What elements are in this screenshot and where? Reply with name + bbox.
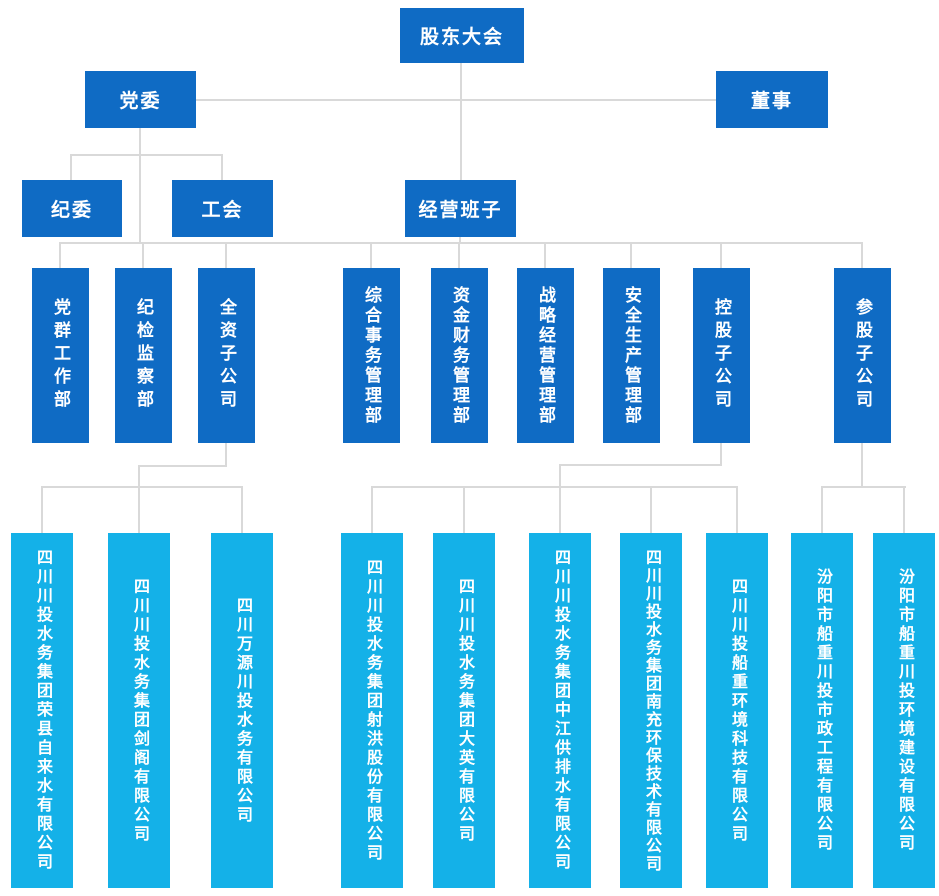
org-node-dept-invested-subsidiaries: 参股子公司 [834,268,891,443]
connector-stub-dept-1 [142,242,144,268]
connector-main-bus [59,242,863,244]
org-node-company-nanchong: 四川川投水务集团南充环保技术有限公司 [620,533,682,888]
connector-stub-union [221,154,223,181]
connector-management-drop [459,236,461,243]
org-node-dept-strategy: 战略经营管理部 [517,268,574,443]
org-node-dept-safety-production: 安全生产管理部 [603,268,660,443]
connector-stub-dept-5 [544,242,546,268]
org-node-dept-finance: 资金财务管理部 [431,268,488,443]
connector-root-to-management [460,63,462,181]
org-node-shareholders-meeting: 股东大会 [400,8,524,63]
connector-party-director-horizontal [196,99,716,101]
org-node-company-wanyuan: 四川万源川投水务有限公司 [211,533,273,888]
org-node-discipline-committee: 纪委 [22,180,122,237]
connector-stub-dept-4 [458,242,460,268]
org-node-company-rongxian-water: 四川川投水务集团荣县自来水有限公司 [11,533,73,888]
connector-holding-jog [559,464,722,466]
connector-stub-company-7 [736,486,738,533]
connector-party-riser [139,128,141,243]
connector-stub-discipline [70,154,72,181]
connector-stub-dept-3 [370,242,372,268]
connector-stub-company-2 [241,486,243,533]
connector-stub-company-8 [821,486,823,533]
org-node-company-daying: 四川川投水务集团大英有限公司 [433,533,495,888]
org-node-dept-party-mass-work: 党群工作部 [32,268,89,443]
org-node-dept-discipline-inspection: 纪检监察部 [115,268,172,443]
org-node-party-committee: 党委 [85,71,196,128]
connector-stub-dept-2 [225,242,227,268]
org-node-director: 董事 [716,71,828,128]
connector-stub-dept-7 [720,242,722,268]
org-node-dept-holding-subsidiaries: 控股子公司 [693,268,750,443]
org-node-company-fenyang-municipal: 汾阳市船重川投市政工程有限公司 [791,533,853,888]
connector-party-children-bus [70,154,223,156]
connector-wholly-bus [41,486,243,488]
connector-holding-jog-drop [559,464,561,533]
connector-stub-dept-8 [861,242,863,268]
connector-stub-company-4 [463,486,465,533]
connector-wholly-jog-drop [138,465,140,533]
connector-holding-riser [720,443,722,466]
connector-stub-dept-6 [630,242,632,268]
org-node-management-team: 经营班子 [405,180,516,237]
connector-stub-company-3 [371,486,373,533]
connector-holding-bus [371,486,738,488]
org-node-company-shehong: 四川川投水务集团射洪股份有限公司 [341,533,403,888]
connector-invested-bus [821,486,906,488]
connector-stub-dept-0 [59,242,61,268]
connector-wholly-jog [138,465,227,467]
org-node-company-fenyang-env-construction: 汾阳市船重川投环境建设有限公司 [873,533,935,888]
connector-invested-riser [861,443,863,488]
org-node-company-chuanzhong-env-tech: 四川川投船重环境科技有限公司 [706,533,768,888]
connector-stub-company-0 [41,486,43,533]
org-node-labor-union: 工会 [172,180,273,237]
org-node-dept-wholly-owned-subsidiaries: 全资子公司 [198,268,255,443]
connector-stub-company-9 [903,486,905,533]
org-node-company-zhongjiang: 四川川投水务集团中江供排水有限公司 [529,533,591,888]
org-node-company-jiange: 四川川投水务集团剑阁有限公司 [108,533,170,888]
connector-stub-company-6 [650,486,652,533]
org-node-dept-general-affairs: 综合事务管理部 [343,268,400,443]
connector-wholly-riser [225,443,227,467]
